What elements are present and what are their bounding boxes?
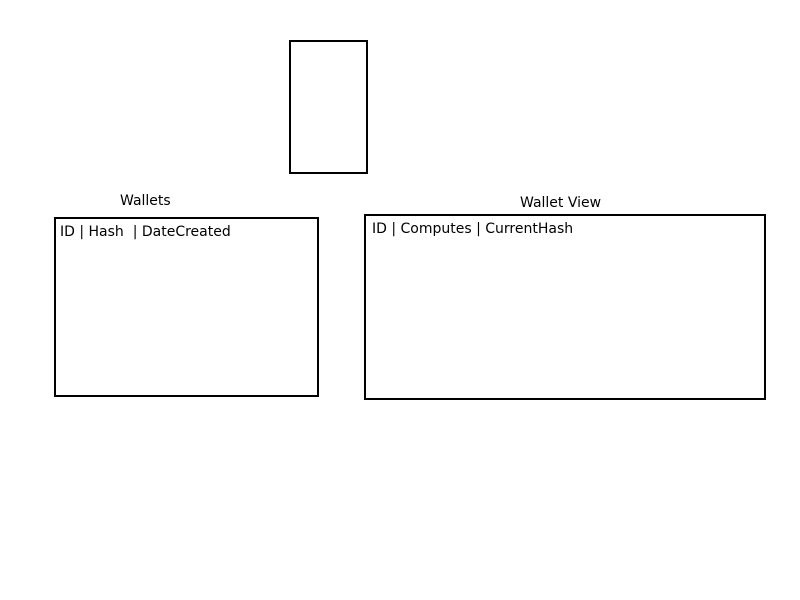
wallet-view-header: ID | Computes | CurrentHash (372, 221, 574, 237)
wallets-title: Wallets (120, 193, 171, 209)
wallets-header: ID | Hash | DateCreated (60, 224, 231, 240)
top-rectangle (289, 40, 368, 174)
wallet-view-panel: ID | Computes | CurrentHash (364, 214, 766, 400)
wallets-panel: ID | Hash | DateCreated (54, 217, 319, 397)
wallet-view-title: Wallet View (520, 195, 602, 211)
